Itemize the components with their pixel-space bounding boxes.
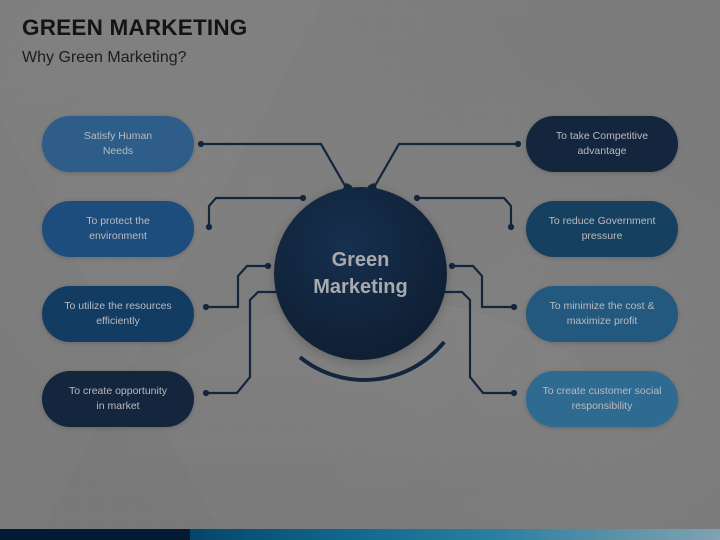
bottom-accent-bar bbox=[0, 529, 720, 540]
node-label: To protect the environment bbox=[86, 215, 150, 242]
node-utilize-resources[interactable]: To utilize the resources efficiently bbox=[42, 286, 194, 342]
node-satisfy-human-needs[interactable]: Satisfy Human Needs bbox=[42, 116, 194, 172]
connector-left-4 bbox=[203, 290, 290, 395]
node-label: To utilize the resources efficiently bbox=[64, 300, 172, 327]
connector-left-1 bbox=[198, 142, 350, 193]
node-label: To minimize the cost & maximize profit bbox=[549, 300, 655, 327]
node-protect-environment[interactable]: To protect the environment bbox=[42, 201, 194, 257]
center-node-label: Green Marketing bbox=[313, 248, 408, 298]
connector-right-3 bbox=[450, 264, 517, 309]
node-label: Satisfy Human Needs bbox=[83, 130, 153, 157]
node-minimize-cost[interactable]: To minimize the cost & maximize profit bbox=[526, 286, 678, 342]
connector-endpoint-dots bbox=[197, 140, 522, 397]
connector-right-4 bbox=[430, 290, 517, 395]
node-reduce-government-pressure[interactable]: To reduce Government pressure bbox=[526, 201, 678, 257]
page-subtitle: Why Green Marketing? bbox=[22, 49, 187, 66]
node-label: To take Competitive advantage bbox=[555, 130, 649, 157]
connector-left-3 bbox=[203, 264, 270, 309]
bottom-bar-dark-segment bbox=[0, 529, 190, 540]
bottom-bar-gradient-segment bbox=[190, 529, 720, 540]
node-create-opportunity[interactable]: To create opportunity in market bbox=[42, 371, 194, 427]
node-label: To create customer social responsibility bbox=[542, 385, 662, 412]
page-title: GREEN MARKETING bbox=[22, 15, 248, 40]
node-competitive-advantage[interactable]: To take Competitive advantage bbox=[526, 116, 678, 172]
connector-left-2 bbox=[207, 196, 305, 228]
node-label: To create opportunity in market bbox=[68, 385, 168, 412]
node-customer-social-responsibility[interactable]: To create customer social responsibility bbox=[526, 371, 678, 427]
connector-right-2 bbox=[415, 196, 513, 228]
node-label: To reduce Government pressure bbox=[548, 215, 656, 242]
center-node-green-marketing[interactable]: Green Marketing bbox=[274, 187, 447, 360]
connector-right-1 bbox=[370, 142, 521, 193]
